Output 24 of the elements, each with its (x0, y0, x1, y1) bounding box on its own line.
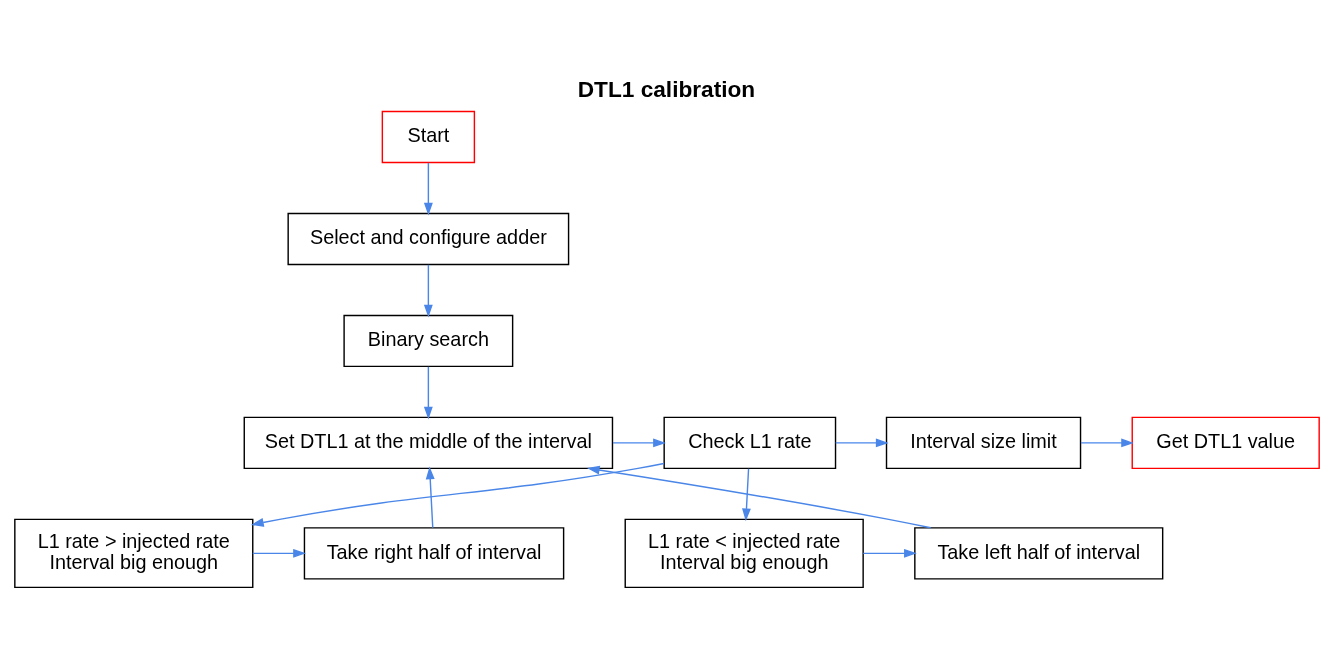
node-box: Binary search (343, 314, 514, 367)
arrow (250, 462, 665, 527)
node-box: Start (381, 110, 476, 163)
arrow (252, 548, 306, 558)
node-box: L1 rate < injected rate Interval big enough (624, 518, 864, 588)
arrow (612, 437, 666, 447)
node-box: Get DTL1 value (1131, 416, 1320, 469)
node-box: Interval size limit (885, 416, 1082, 469)
arrow (742, 467, 751, 521)
node-box: Select and configure adder (287, 212, 570, 265)
arrow (586, 465, 932, 528)
arrow (834, 437, 889, 447)
diagram-title: DTL1 calibration (577, 75, 756, 102)
node-box: Take left half of interval (914, 526, 1164, 580)
arrow (423, 263, 433, 317)
node-box: L1 rate > injected rate Interval big enough (14, 518, 254, 588)
arrow (425, 466, 435, 528)
node-box: Set DTL1 at the middle of the interval (243, 416, 614, 469)
arrow (862, 548, 917, 558)
node-box: Take right half of interval (303, 526, 565, 580)
arrow (423, 365, 433, 419)
arrow (1080, 437, 1134, 447)
node-box: Check L1 rate (663, 416, 837, 469)
arrow (423, 161, 433, 215)
